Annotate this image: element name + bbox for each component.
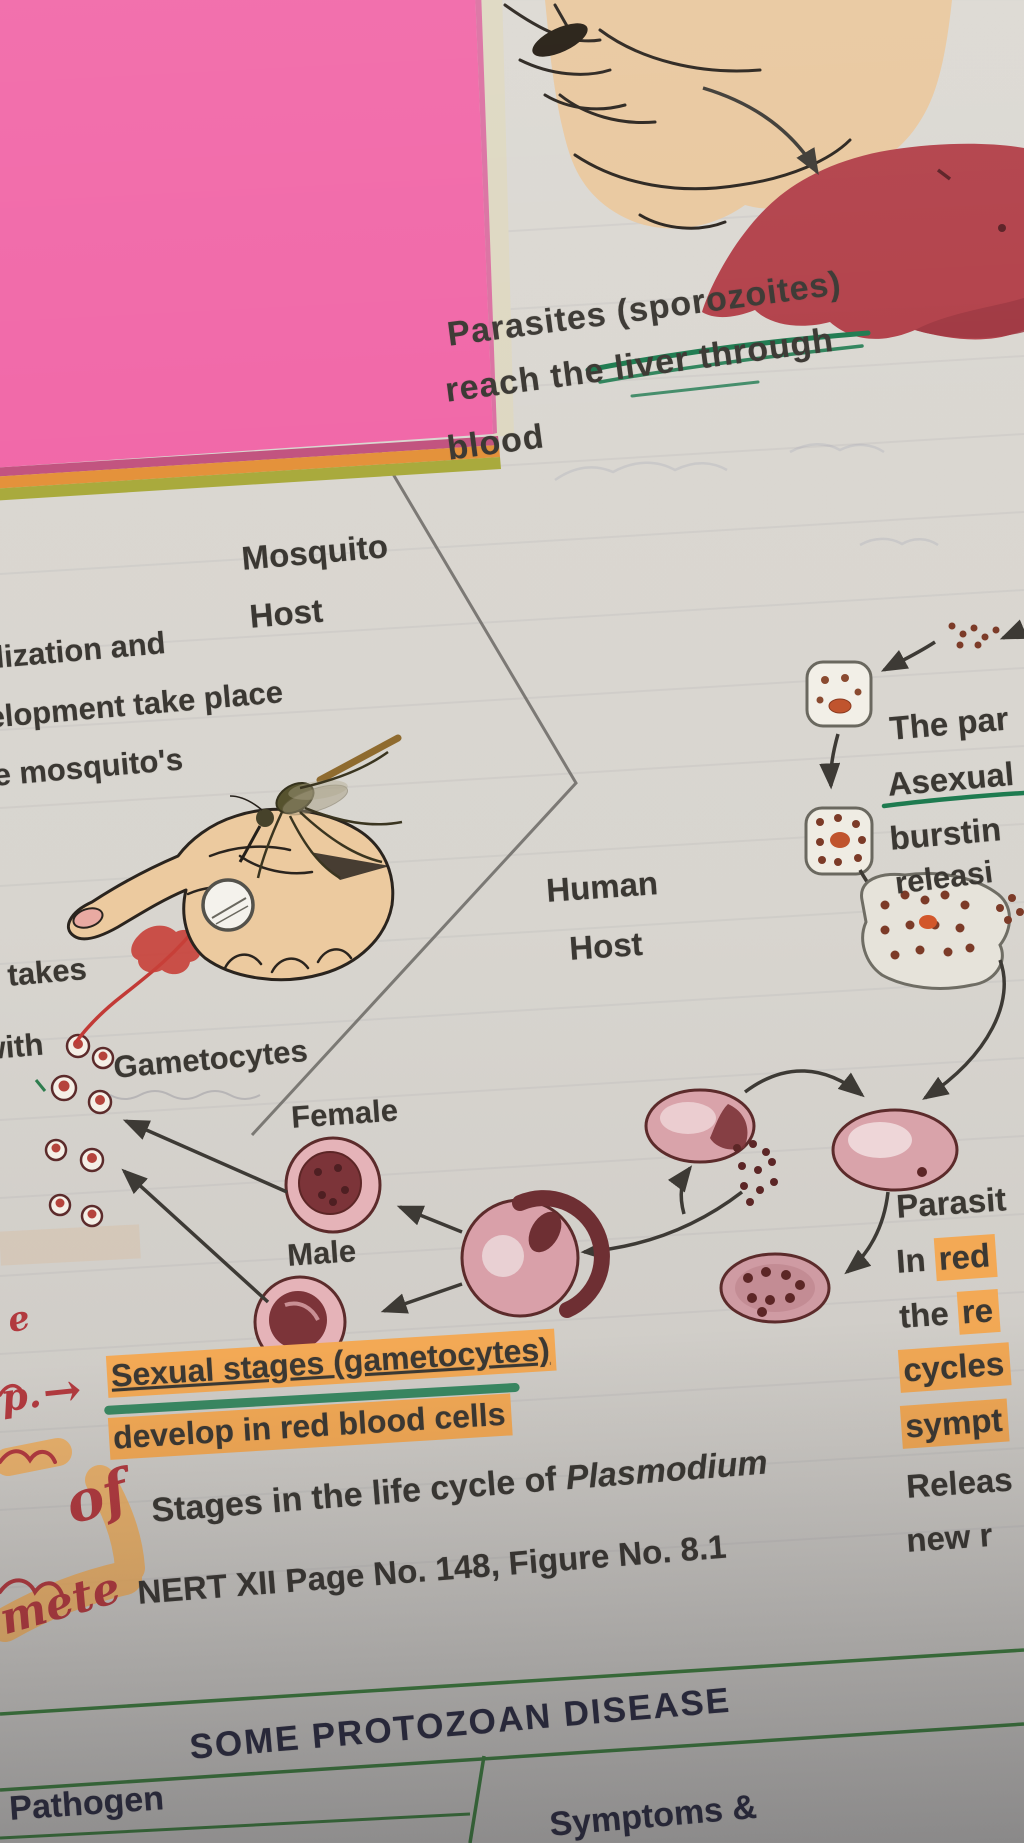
liver-cell-schizont-icon [804,806,874,876]
arrow-liver-cells [819,733,841,790]
human-host-label2: Host [568,924,644,967]
liver-stage-cycle [804,619,1024,1100]
rbc-line6-text: Releas [905,1460,1014,1505]
pencil-wavy-underline [109,1090,261,1100]
blood-splash [131,925,201,975]
sticky-note [0,0,514,501]
human-blood-cells [121,1119,610,1369]
arrow-into-sporozoites [999,619,1024,640]
rbc-line3-highlight: re [956,1289,1001,1335]
red-pen-arrow: → [40,1361,84,1420]
rbc-line4-highlight: cycles [897,1342,1012,1393]
table-lines [0,1648,1024,1843]
arrow-female-to-gametocytes [122,1119,288,1194]
fingernail [72,907,104,929]
gametocyte-cluster [34,1033,261,1228]
rbc-line2-text: In [895,1240,936,1280]
liver-illustration [702,143,1024,340]
arrow-bursting-to-rbc [922,959,1006,1100]
green-underlines [585,330,1024,809]
red-pen-squiggles [0,1383,64,1597]
magnifier-circle [201,878,255,932]
rbc-schizont-icon [719,1252,831,1324]
wing-shadow [310,852,390,880]
female-gametocyte-icon [284,1136,382,1234]
arrow-rbc-pair [743,1069,865,1098]
rbc-line7-text: new r [905,1515,994,1559]
mosquito-icon [229,734,403,880]
red-pen-mark-p: p. [0,1370,44,1421]
mosquito-hand-illustration [67,734,403,1044]
arrow-sporozoites-to-liver-cell [880,640,936,672]
human-host-label: Human [545,864,660,909]
rbc-line5-highlight: sympt [899,1398,1010,1449]
rbc-cycle-line6: Releas [905,1461,1014,1506]
rbc-cycle-line4: cycles [897,1342,1012,1393]
arrow-to-male [380,1282,463,1314]
ghost-handwriting [554,443,939,547]
arrow-male-to-gametocytes [121,1168,270,1304]
rbc-cycle-line2: In red [895,1234,998,1282]
rbc-cycle [580,1069,959,1324]
male-label: Male [286,1233,358,1273]
arrow-skin-to-liver [702,86,819,176]
margin-text-4: takes [6,951,89,993]
rbc-infected-icon [644,1088,756,1164]
liver-cell-early-icon [805,660,873,728]
margin-text-5: with [0,1026,45,1067]
rbc-cycle-line7: new r [905,1516,994,1560]
bursting-cell-icon [860,872,1024,990]
rbc-line1-text: Parasit [895,1180,1008,1225]
rbc-line2-highlight: red [933,1234,998,1282]
skin-bite-illustration [503,0,952,230]
female-label: Female [290,1092,400,1135]
rbc-cycle-line5: sympt [899,1398,1010,1449]
arrow-to-female [396,1205,463,1234]
merozoite-dots [733,1140,778,1206]
host-divider-line [250,451,578,1137]
rbc-line3-text: the [898,1293,960,1335]
rbc-cycle-line3: the re [898,1289,1001,1336]
green-tick [34,1079,47,1092]
rbc-plain-icon [831,1108,959,1192]
mosquito-host-label2: Host [248,591,325,635]
ghost-highlight [0,1224,141,1266]
arrow-reinvasion-up [667,1165,693,1215]
rbc-cycle-line1: Parasit [895,1180,1007,1226]
sporozoite-dots [948,622,1000,649]
trophozoite-cell-icon [460,1190,610,1318]
arrow-rbc-to-schizont [844,1191,890,1275]
